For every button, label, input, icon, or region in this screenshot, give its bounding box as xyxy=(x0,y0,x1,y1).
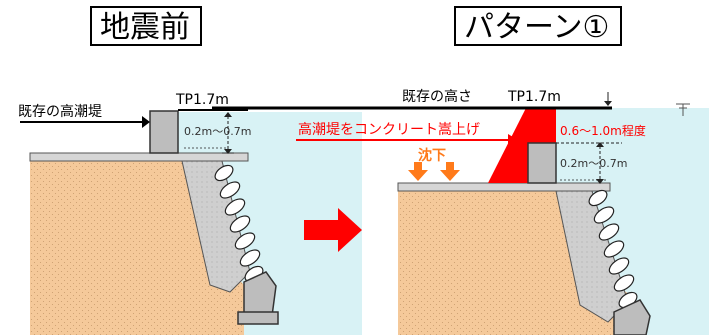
right-raise-arrow-head xyxy=(508,134,518,146)
left-tp-label: TP1.7m xyxy=(175,92,229,108)
panel-title-before-earthquake: 地震前 xyxy=(90,6,202,46)
right-gap-arrow-top xyxy=(596,142,604,147)
left-parapet xyxy=(149,110,179,154)
before-after-arrow xyxy=(304,208,362,252)
right-crest-slab xyxy=(397,182,611,192)
right-raise-amount-label: 0.6～1.0m程度 xyxy=(560,123,646,138)
right-settlement-label: 沈下 xyxy=(418,147,446,164)
left-dim-arrow-top xyxy=(224,112,232,117)
water-level-marker xyxy=(676,103,690,116)
right-parapet xyxy=(527,142,557,184)
right-existing-height-label: 既存の高さ xyxy=(402,88,472,105)
right-raise-label: 高潮堤をコンクリート嵩上げ xyxy=(298,121,480,138)
left-crest-slab xyxy=(29,152,249,162)
left-existing-levee-label: 既存の高潮堤 xyxy=(18,103,102,120)
left-gap-label: 0.2m～0.7m xyxy=(184,125,251,138)
left-toe-block-base xyxy=(237,311,279,325)
left-soil xyxy=(30,160,244,335)
right-toe-block xyxy=(613,299,651,335)
right-dim-top-arrow xyxy=(604,101,612,106)
left-wall-face xyxy=(181,160,251,293)
left-panel: 既存の高潮堤 TP1.7m 0.2m～0.7m xyxy=(18,92,362,335)
left-dim-arrow-bottom xyxy=(224,149,232,154)
right-tp-label: TP1.7m xyxy=(507,89,561,105)
left-armor-rocks xyxy=(214,164,264,283)
left-toe-block xyxy=(243,271,277,317)
right-gap-label: 0.2m～0.7m xyxy=(560,157,627,170)
right-panel: 既存の高さ TP1.7m 高潮堤をコンクリート嵩上げ 沈下 0.6～1.0m程度… xyxy=(212,88,709,335)
right-settlement-arrows xyxy=(408,162,460,181)
left-levee-arrow-head xyxy=(142,116,150,128)
panel-title-pattern-1: パターン① xyxy=(454,6,622,46)
